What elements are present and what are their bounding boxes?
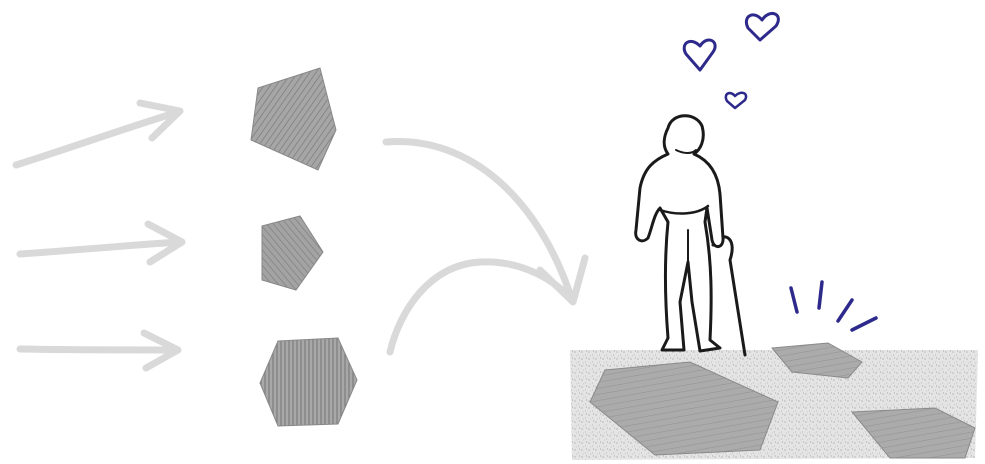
input-arrow-3 [20, 333, 178, 368]
input-arrow-1 [16, 103, 180, 165]
output-arrow-top [386, 141, 585, 302]
elderly-person-with-cane-icon [636, 116, 745, 355]
input-arrow-2 [20, 224, 182, 262]
impact-lines-icon [791, 282, 876, 330]
output-arrow-bottom [390, 262, 562, 352]
tile-hexagon [260, 338, 357, 426]
heart-icon [746, 13, 778, 40]
heart-icon [684, 40, 715, 70]
heart-icon [726, 93, 746, 108]
tile-pentagon-large [251, 68, 336, 170]
tile-pentagon-small [262, 216, 323, 290]
